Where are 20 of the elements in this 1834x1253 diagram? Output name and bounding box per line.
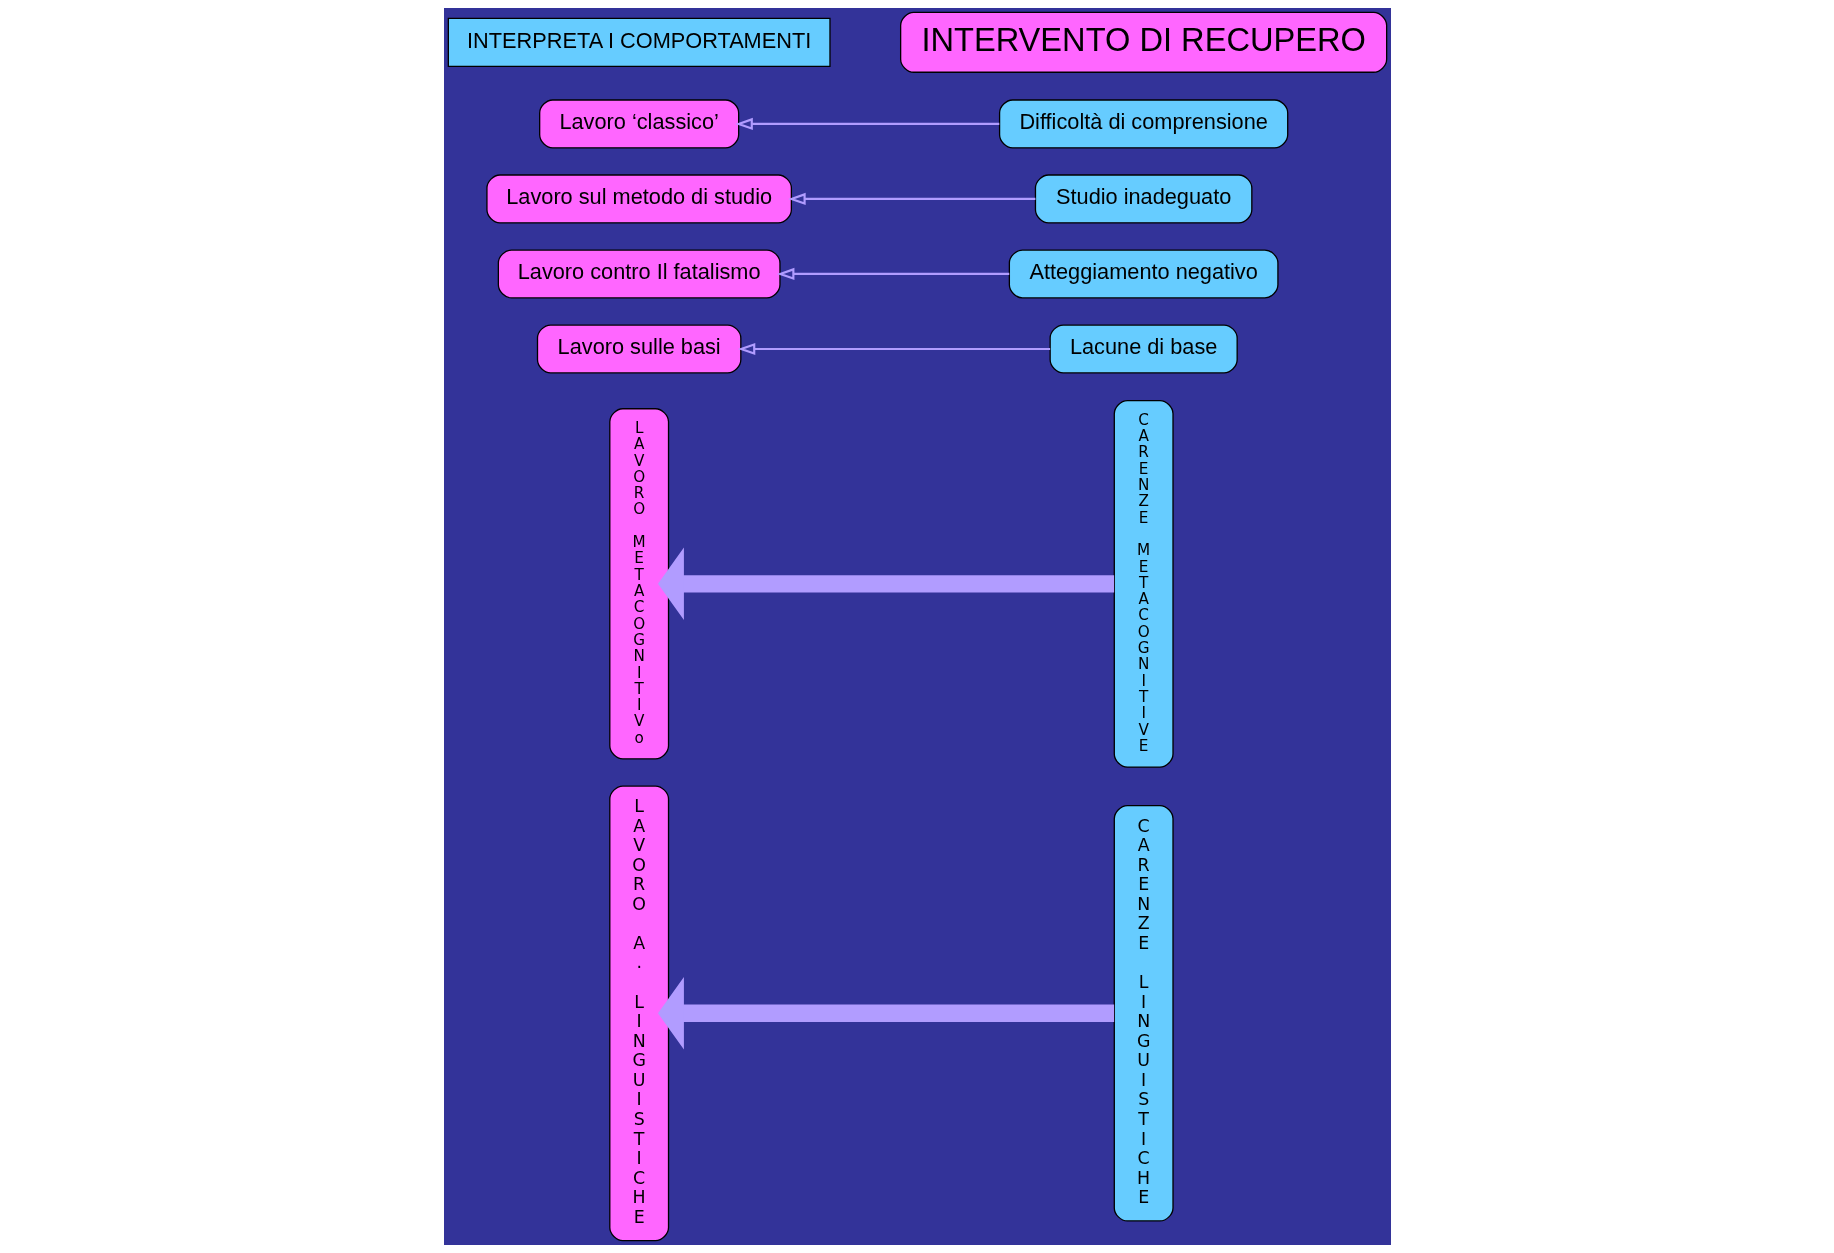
node-box: Lavoro contro Il fatalismo — [497, 249, 781, 299]
arrow — [787, 192, 1035, 206]
node-box: Lacune di base — [1049, 324, 1238, 374]
node-box: INTERVENTO DI RECUPERO — [899, 11, 1387, 73]
node-box: CARENZE METACOGNITIVE — [1113, 399, 1174, 768]
arrow — [657, 547, 1114, 621]
arrow — [734, 117, 999, 130]
arrow — [737, 342, 1050, 356]
node-box: CARENZE LINGUISTICHE — [1113, 805, 1174, 1222]
node-box: Lavoro sulle basi — [536, 324, 741, 374]
node-box: Studio inadeguato — [1034, 174, 1252, 224]
node-box: Lavoro ‘classico’ — [538, 99, 739, 149]
arrow — [776, 267, 1009, 281]
arrow — [657, 977, 1114, 1050]
node-box: Difficoltà di comprensione — [998, 99, 1288, 149]
node-box: Atteggiamento negativo — [1008, 249, 1279, 299]
node-box: INTERPRETA I COMPORTAMENTI — [447, 17, 831, 67]
node-box: LAVORO A. LINGUISTICHE — [608, 785, 669, 1242]
node-box: LAVORO METACOGNITIVo — [608, 408, 669, 760]
node-box: Lavoro sul metodo di studio — [485, 174, 792, 224]
